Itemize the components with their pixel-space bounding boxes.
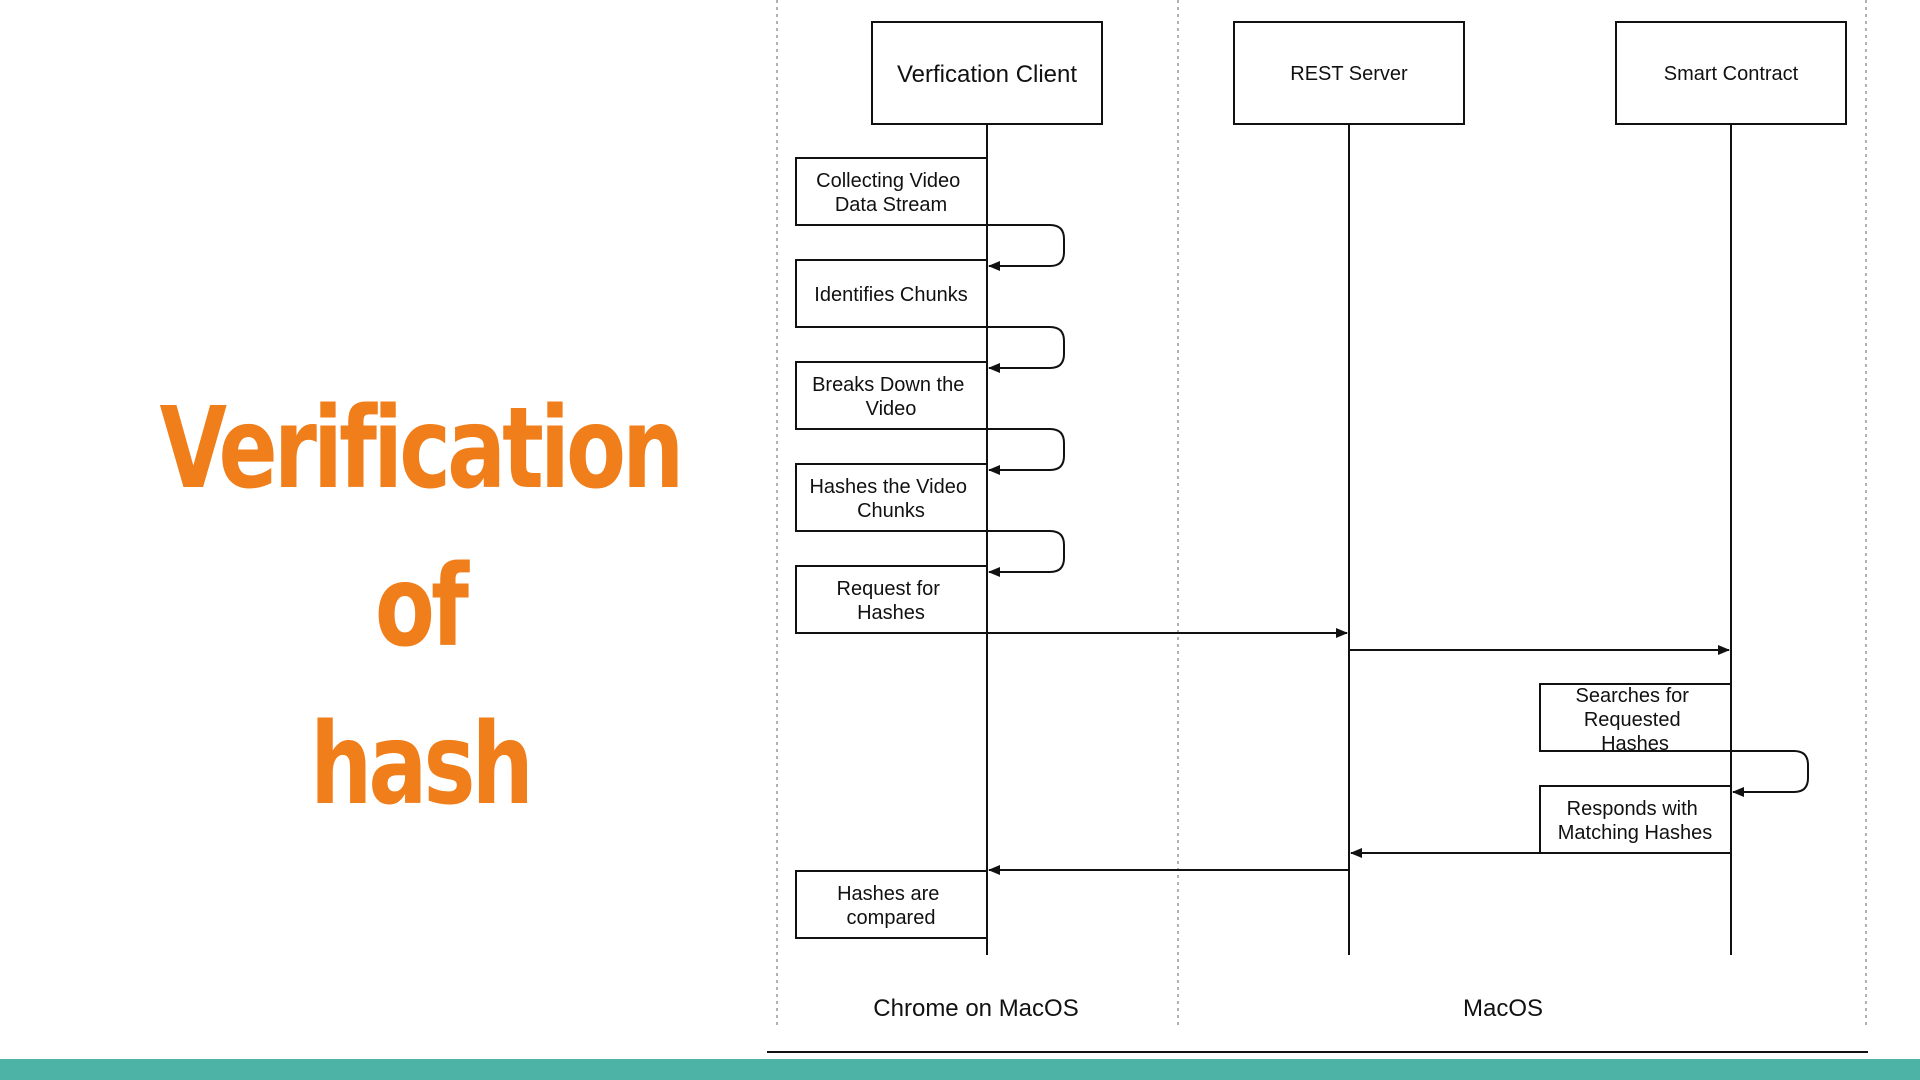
step-search-line-2: Requested bbox=[1584, 709, 1681, 731]
participant-client: Verfication Client bbox=[871, 21, 1103, 125]
slide-title-line-2: hash bbox=[310, 700, 534, 830]
svg-text:Hashes the Video Chunks: Hashes the Video Chunks bbox=[809, 476, 972, 522]
svg-text:Searches for Requested: Searches for Requested Hashes bbox=[1576, 685, 1695, 755]
svg-text:Responds with Matching H: Responds with Matching Hashes bbox=[1558, 798, 1713, 844]
step-compare-line-1: Hashes are bbox=[837, 883, 939, 905]
participant-contract: Smart Contract bbox=[1615, 21, 1847, 125]
svg-text:Identifies Chunks: Identifies Chunks bbox=[814, 284, 967, 306]
step-collect: Collecting Video Data Stream bbox=[795, 157, 988, 226]
step-breaks-line-2: Video bbox=[866, 398, 917, 420]
step-respond-line-2: Matching Hashes bbox=[1558, 822, 1713, 844]
svg-text:Breaks Down the Video: Breaks Down the Video bbox=[812, 374, 970, 420]
step-breaks: Breaks Down the Video bbox=[795, 361, 988, 430]
step-request: Request for Hashes bbox=[795, 565, 988, 634]
step-collect-line-1: Collecting Video bbox=[816, 170, 960, 192]
step-respond-line-1: Responds with bbox=[1567, 798, 1698, 820]
participant-rest: REST Server bbox=[1233, 21, 1465, 125]
self-arrow-identify bbox=[987, 326, 1065, 373]
self-arrow-hashes bbox=[987, 530, 1065, 577]
self-arrow-breaks bbox=[987, 428, 1065, 475]
env-label-macos: MacOS bbox=[1463, 995, 1543, 1022]
step-identify: Identifies Chunks bbox=[795, 259, 988, 328]
step-request-line-2: Hashes bbox=[857, 602, 925, 624]
slide-title: Verification of hash bbox=[124, 370, 717, 844]
step-collect-line-2: Data Stream bbox=[835, 194, 947, 216]
step-hashes-line-1: Hashes the Video bbox=[809, 476, 967, 498]
svg-text:Hashes are compared: Hashes are compared bbox=[837, 883, 945, 929]
participant-rest-label: REST Server bbox=[1290, 63, 1408, 85]
participant-client-label: Verfication Client bbox=[897, 61, 1077, 88]
step-identify-line-1: Identifies Chunks bbox=[814, 284, 967, 306]
step-breaks-line-1: Breaks Down the bbox=[812, 374, 964, 396]
env-label-chrome: Chrome on MacOS bbox=[873, 995, 1078, 1022]
svg-text:Request for Hashes: Request for Hashes bbox=[837, 578, 946, 624]
svg-text:Collecting Video Data St: Collecting Video Data Stream bbox=[816, 170, 966, 216]
step-search-line-1: Searches for bbox=[1576, 685, 1690, 707]
step-compare: Hashes are compared bbox=[795, 870, 988, 939]
step-respond: Responds with Matching Hashes bbox=[1539, 785, 1732, 854]
footer-bar bbox=[0, 1059, 1920, 1080]
step-hashes: Hashes the Video Chunks bbox=[795, 463, 988, 532]
step-search: Searches for Requested Hashes bbox=[1539, 683, 1732, 755]
step-hashes-line-2: Chunks bbox=[857, 500, 925, 522]
self-arrow-search bbox=[1731, 750, 1809, 797]
slide-title-line-1: Verification of bbox=[159, 384, 685, 672]
step-compare-line-2: compared bbox=[847, 907, 936, 929]
self-arrow-collect bbox=[987, 224, 1065, 271]
step-search-line-3: Hashes bbox=[1601, 733, 1669, 755]
step-request-line-1: Request for bbox=[837, 578, 941, 600]
participant-contract-label: Smart Contract bbox=[1664, 63, 1799, 85]
